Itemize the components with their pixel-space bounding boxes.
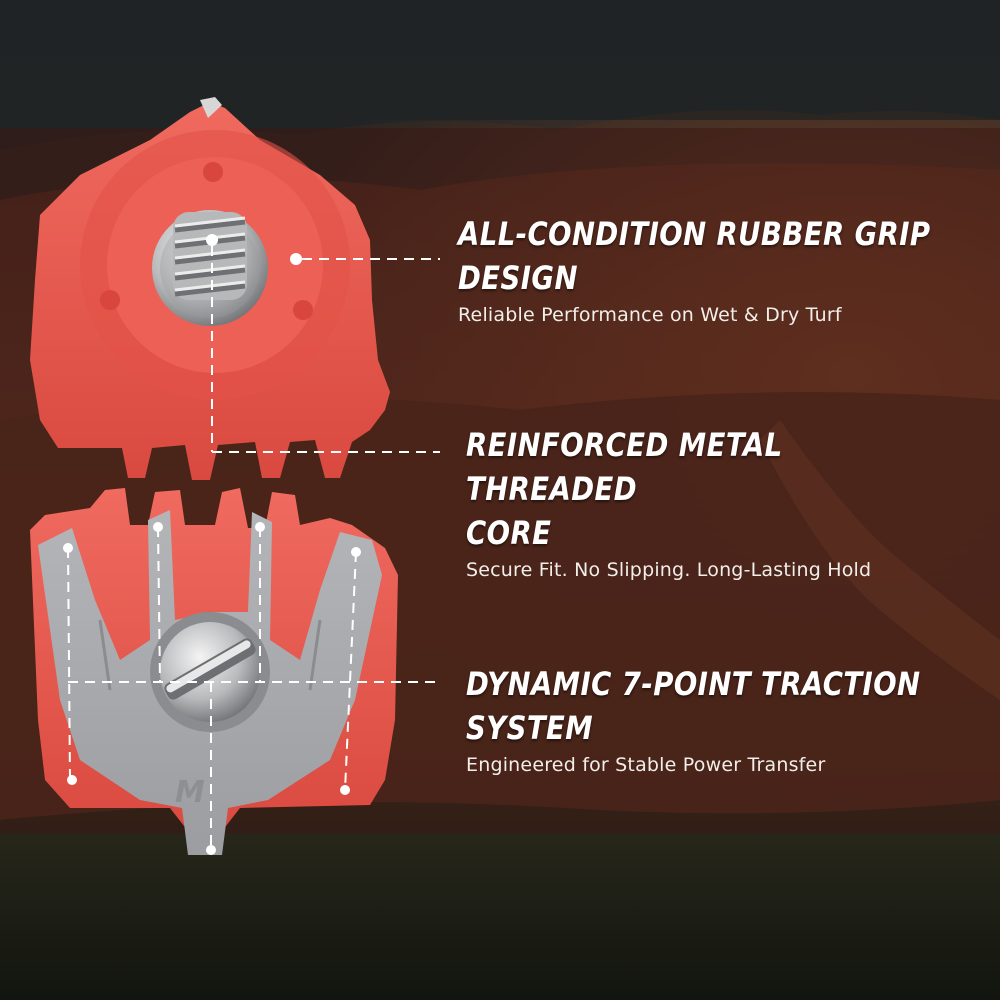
feature-title: REINFORCED METAL THREADED CORE bbox=[466, 423, 948, 555]
feature-title-line1: ALL-CONDITION RUBBER GRIP bbox=[458, 215, 931, 253]
feature-title-line1: REINFORCED METAL THREADED bbox=[466, 426, 783, 508]
feature-title-line2: SYSTEM bbox=[466, 709, 594, 747]
feature-metal-core: REINFORCED METAL THREADED CORE Secure Fi… bbox=[466, 423, 1000, 583]
cleat-bottom-view: M bbox=[30, 488, 398, 855]
callout-line-grip bbox=[290, 253, 440, 265]
brand-logo-mark: M bbox=[175, 775, 205, 810]
feature-traction-system: DYNAMIC 7-POINT TRACTION SYSTEM Engineer… bbox=[466, 662, 1000, 778]
feature-title-line2: CORE bbox=[466, 514, 552, 552]
callout-line-traction bbox=[67, 526, 440, 850]
feature-subtitle: Reliable Performance on Wet & Dry Turf bbox=[458, 304, 842, 326]
callout-line-core bbox=[206, 234, 440, 453]
feature-subtitle: Engineered for Stable Power Transfer bbox=[466, 754, 826, 776]
feature-title-line1: DYNAMIC 7-POINT TRACTION bbox=[466, 665, 921, 703]
feature-title-line2: DESIGN bbox=[458, 259, 578, 297]
feature-rubber-grip: ALL-CONDITION RUBBER GRIP DESIGN Reliabl… bbox=[458, 212, 1000, 328]
feature-title: DYNAMIC 7-POINT TRACTION SYSTEM bbox=[466, 662, 948, 750]
cleat-top-view bbox=[30, 97, 390, 480]
feature-subtitle: Secure Fit. No Slipping. Long-Lasting Ho… bbox=[466, 559, 872, 581]
feature-title: ALL-CONDITION RUBBER GRIP DESIGN bbox=[458, 212, 940, 300]
